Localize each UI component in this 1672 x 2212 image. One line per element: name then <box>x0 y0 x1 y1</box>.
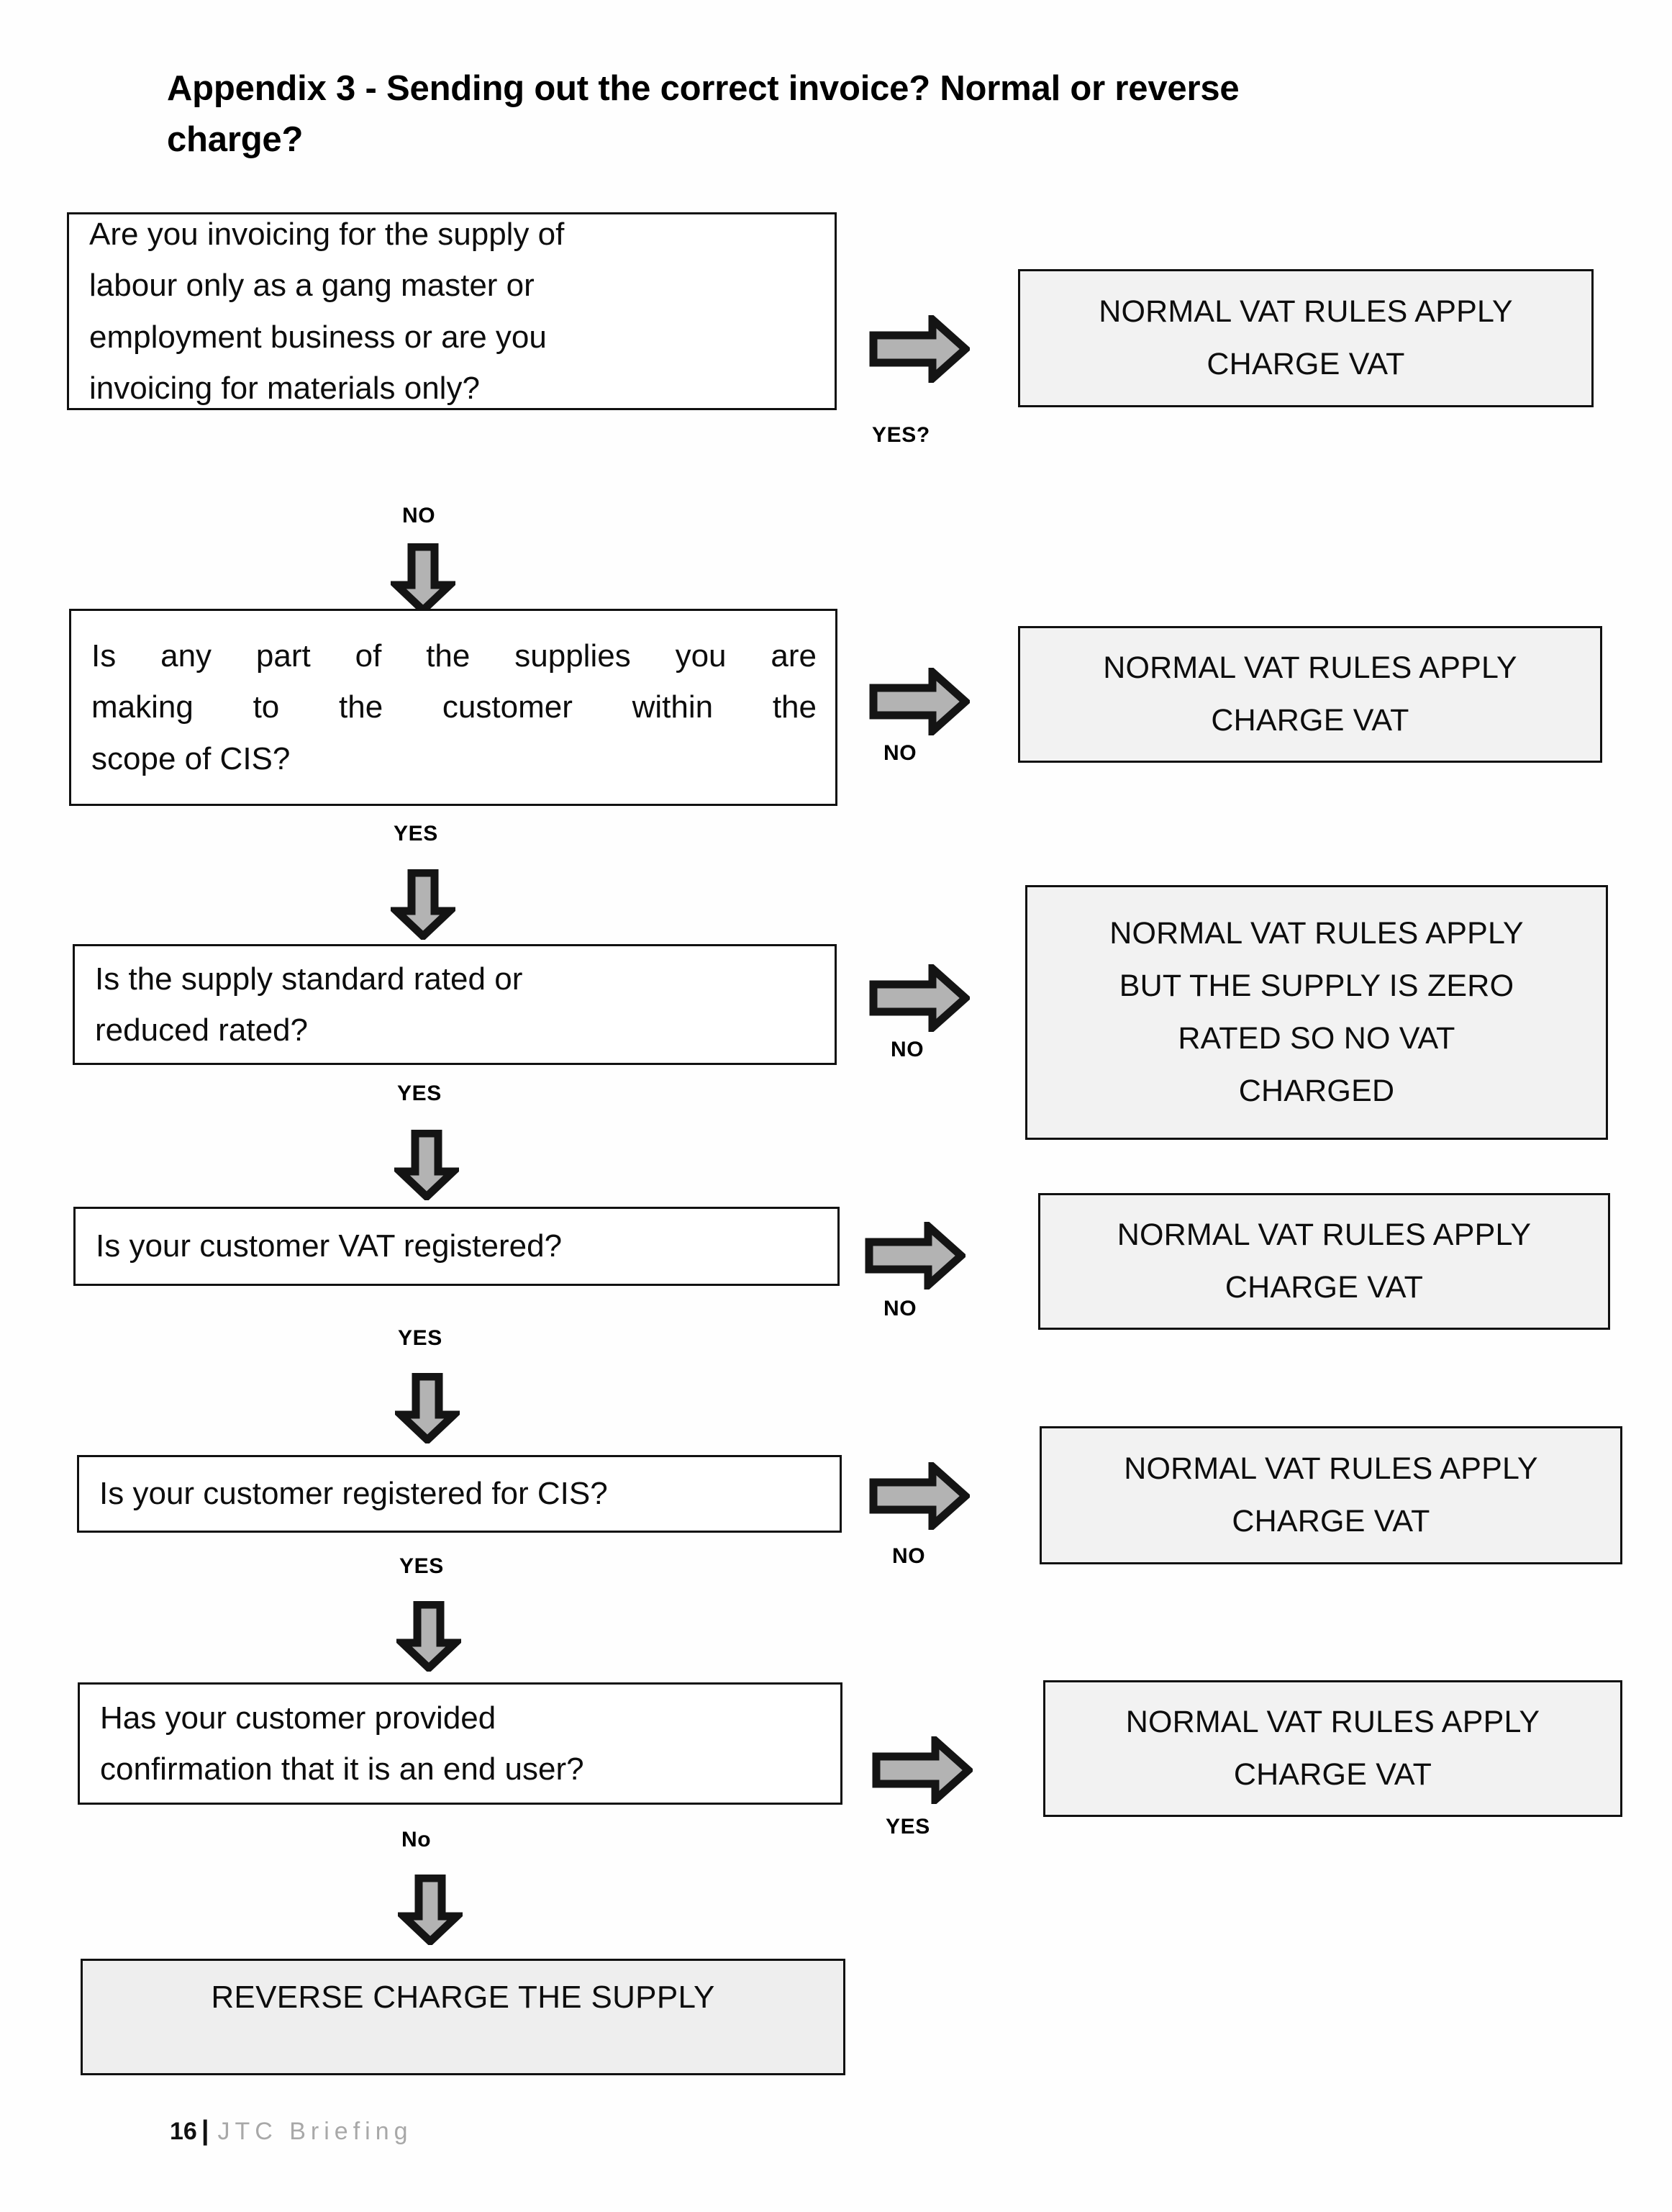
outcome-2-line-1: NORMAL VAT RULES APPLY <box>1103 650 1517 685</box>
arrow-down-3 <box>394 1130 459 1200</box>
outcome-box-4: NORMAL VAT RULES APPLY CHARGE VAT <box>1038 1193 1610 1330</box>
edge-label-yes-4: YES <box>398 1326 442 1350</box>
edge-label-yes-5: YES <box>399 1554 444 1578</box>
outcome-5-line-2: CHARGE VAT <box>1232 1504 1430 1538</box>
page-footer: 16 | JTC Briefing <box>170 2116 413 2147</box>
question-box-6[interactable]: Has your customer provided confirmation … <box>78 1682 842 1805</box>
question-box-1[interactable]: Are you invoicing for the supply of labo… <box>67 212 837 410</box>
question-3-line-2: reduced rated? <box>95 1012 308 1048</box>
arrow-right-4 <box>865 1222 966 1289</box>
arrow-right-1 <box>869 315 970 383</box>
edge-label-no-6: No <box>401 1828 432 1851</box>
edge-label-no-4: NO <box>883 1297 917 1320</box>
edge-label-no-1: NO <box>402 504 436 527</box>
edge-label-yes-2: YES <box>394 822 438 846</box>
question-box-5[interactable]: Is your customer registered for CIS? <box>77 1455 842 1533</box>
arrow-down-6 <box>398 1875 463 1945</box>
page-title-line-1: Appendix 3 - Sending out the correct inv… <box>167 69 1240 108</box>
arrow-down-2 <box>391 869 455 940</box>
footer-page-number: 16 <box>170 2118 197 2145</box>
outcome-2-line-2: CHARGE VAT <box>1211 703 1409 738</box>
outcome-box-5: NORMAL VAT RULES APPLY CHARGE VAT <box>1040 1426 1622 1564</box>
question-1-line-4: invoicing for materials only? <box>89 370 480 406</box>
edge-label-no-5: NO <box>892 1544 926 1568</box>
arrow-down-1 <box>391 543 455 614</box>
question-1-line-1: Are you invoicing for the supply of <box>89 216 565 252</box>
final-result-box: REVERSE CHARGE THE SUPPLY <box>81 1959 845 2075</box>
arrow-right-2 <box>869 668 970 735</box>
outcome-5-line-1: NORMAL VAT RULES APPLY <box>1124 1451 1538 1486</box>
outcome-3-line-4: CHARGED <box>1238 1074 1395 1109</box>
edge-label-yes-6: YES <box>886 1815 930 1839</box>
arrow-right-3 <box>869 964 970 1032</box>
footer-separator: | <box>201 2116 209 2146</box>
edge-label-no-2: NO <box>883 741 917 765</box>
arrow-down-5 <box>396 1601 461 1672</box>
footer-publication-name: JTC Briefing <box>217 2118 413 2145</box>
question-box-3[interactable]: Is the supply standard rated or reduced … <box>73 944 837 1065</box>
final-result-label: REVERSE CHARGE THE SUPPLY <box>211 1980 715 2015</box>
question-2-line-2: making to the customer within the <box>91 689 817 725</box>
outcome-6-line-1: NORMAL VAT RULES APPLY <box>1125 1704 1540 1739</box>
question-5-line-1: Is your customer registered for CIS? <box>99 1476 608 1512</box>
question-4-line-1: Is your customer VAT registered? <box>96 1228 563 1264</box>
outcome-box-1: NORMAL VAT RULES APPLY CHARGE VAT <box>1018 269 1594 407</box>
outcome-box-6: NORMAL VAT RULES APPLY CHARGE VAT <box>1043 1680 1622 1817</box>
question-box-2[interactable]: Is any part of the supplies you are maki… <box>69 609 837 806</box>
page-title: Appendix 3 - Sending out the correct inv… <box>167 63 1426 166</box>
question-2-line-1: Is any part of the supplies you are <box>91 638 817 674</box>
outcome-3-line-3: RATED SO NO VAT <box>1178 1021 1455 1056</box>
edge-label-no-3: NO <box>891 1038 924 1061</box>
edge-label-yes-3: YES <box>397 1082 442 1105</box>
page-title-line-2: charge? <box>167 120 304 160</box>
outcome-3-line-1: NORMAL VAT RULES APPLY <box>1109 915 1524 951</box>
question-2-line-3: scope of CIS? <box>91 740 291 776</box>
outcome-3-line-2: BUT THE SUPPLY IS ZERO <box>1119 968 1514 1003</box>
arrow-right-6 <box>872 1736 973 1804</box>
outcome-4-line-2: CHARGE VAT <box>1225 1270 1424 1305</box>
question-3-line-1: Is the supply standard rated or <box>95 961 523 997</box>
edge-label-yes-1: YES? <box>872 423 930 447</box>
outcome-4-line-1: NORMAL VAT RULES APPLY <box>1117 1217 1532 1252</box>
outcome-box-2: NORMAL VAT RULES APPLY CHARGE VAT <box>1018 626 1602 763</box>
question-6-line-2: confirmation that it is an end user? <box>100 1751 584 1787</box>
question-6-line-1: Has your customer provided <box>100 1700 496 1736</box>
outcome-1-line-1: NORMAL VAT RULES APPLY <box>1099 294 1513 329</box>
outcome-6-line-2: CHARGE VAT <box>1233 1757 1432 1792</box>
question-box-4[interactable]: Is your customer VAT registered? <box>73 1207 840 1286</box>
question-1-line-3: employment business or are you <box>89 319 547 355</box>
outcome-1-line-2: CHARGE VAT <box>1207 347 1405 381</box>
arrow-down-4 <box>395 1373 460 1443</box>
outcome-box-3: NORMAL VAT RULES APPLY BUT THE SUPPLY IS… <box>1025 885 1608 1140</box>
arrow-right-5 <box>869 1462 970 1530</box>
question-1-line-2: labour only as a gang master or <box>89 268 535 304</box>
